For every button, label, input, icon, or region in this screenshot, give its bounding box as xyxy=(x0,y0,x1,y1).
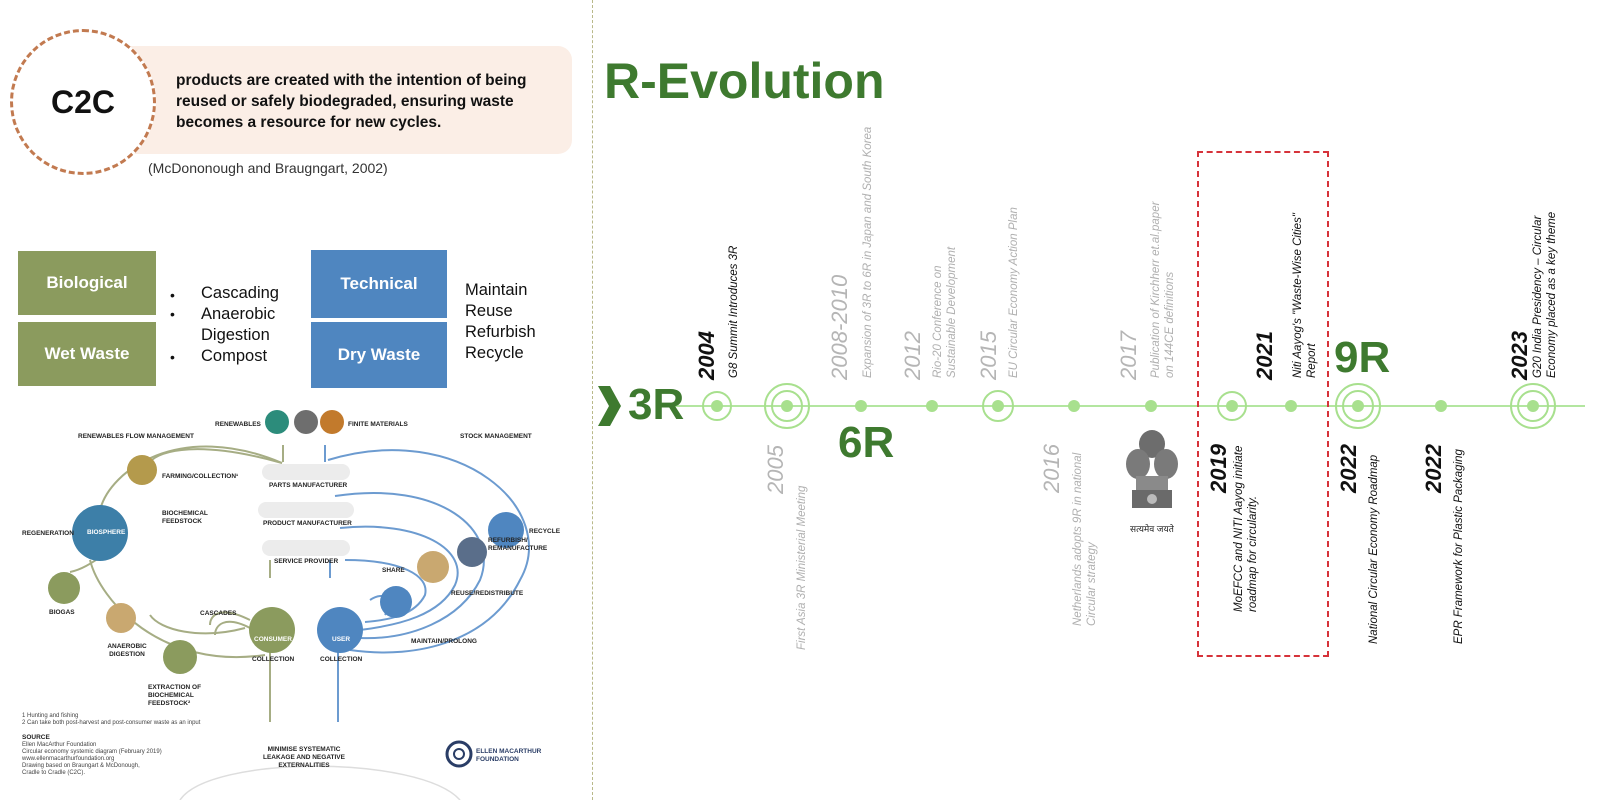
event-text-2008: Expansion of 3R to 6R in Japan and South… xyxy=(862,126,874,378)
diagram-biogas: BIOGAS xyxy=(49,609,75,616)
dry-waste-box: Dry Waste xyxy=(311,322,447,388)
event-year-2008: 2008-2010 xyxy=(827,274,852,380)
diagram-share: SHARE xyxy=(382,567,405,574)
diagram-footnote: 1 Hunting and fishing xyxy=(22,713,79,719)
bullet: • xyxy=(170,306,175,322)
event-text-2019: MoEFCC and NITI Aayog initiate roadmap f… xyxy=(1233,445,1259,612)
timeline-axis xyxy=(598,383,1585,429)
tech-item: Refurbish xyxy=(465,323,536,341)
chevron-right-icon xyxy=(598,386,621,426)
bio-item: Digestion xyxy=(201,326,270,344)
bullet: • xyxy=(170,349,175,365)
diagram-refurbish: REFURBISH/ REMANUFACTURE xyxy=(488,537,548,552)
event-text-2004: G8 Summit Introduces 3R xyxy=(728,245,740,378)
tech-item: Reuse xyxy=(465,302,513,320)
technical-box: Technical xyxy=(311,250,447,318)
event-year-2021: 2021 xyxy=(1252,331,1277,380)
diagram-source: www.ellenmacarthurfoundation.org xyxy=(22,756,115,762)
event-year-2016: 2016 xyxy=(1039,444,1064,493)
tech-item: Recycle xyxy=(465,344,524,362)
diagram-renewables: RENEWABLES xyxy=(215,421,261,428)
diagram-collection: COLLECTION xyxy=(320,656,363,663)
wet-waste-box: Wet Waste xyxy=(18,322,156,386)
c2c-label: C2C xyxy=(50,83,115,120)
diagram-biosphere: BIOSPHERE xyxy=(87,529,126,536)
event-text-2015: EU Circular Economy Action Plan xyxy=(1008,207,1020,378)
diagram-biochem: BIOCHEMICAL FEEDSTOCK xyxy=(162,510,208,525)
event-text-2022b: EPR Framework for Plastic Packaging xyxy=(1453,449,1465,644)
c2c-definition: products are created with the intention … xyxy=(176,72,527,131)
event-year-2022a: 2022 xyxy=(1336,444,1361,493)
diagram-minimise: MINIMISE SYSTEMATIC LEAKAGE AND NEGATIVE… xyxy=(263,746,345,769)
event-year-2005: 2005 xyxy=(763,445,788,494)
label-9r: 9R xyxy=(1334,333,1391,382)
c2c-circle: C2C xyxy=(10,29,156,175)
event-text-2017: Publication of Kirchherr et.al.paper on … xyxy=(1150,201,1176,378)
dry-waste-label: Dry Waste xyxy=(337,345,421,364)
tech-item: Maintain xyxy=(465,281,528,299)
event-text-2022a: National Circular Economy Roadmap xyxy=(1368,454,1380,644)
biological-box: Biological xyxy=(18,251,156,315)
page-title: R-Evolution xyxy=(604,53,885,109)
event-year-2012: 2012 xyxy=(900,331,925,380)
diagram-cascades: CASCADES xyxy=(200,610,237,617)
event-year-2017: 2017 xyxy=(1116,331,1141,380)
bio-item: Cascading xyxy=(201,284,279,302)
diagram-source-title: SOURCE xyxy=(22,734,50,741)
diagram-finite: FINITE MATERIALS xyxy=(348,421,408,428)
diagram-service: SERVICE PROVIDER xyxy=(274,558,339,565)
diagram-maintain: MAINTAIN/PROLONG xyxy=(411,638,477,645)
column-divider xyxy=(592,0,593,800)
bio-item: Compost xyxy=(201,347,268,365)
event-text-2023: G20 India Presidency – Circular Economy … xyxy=(1532,211,1558,378)
event-year-2015: 2015 xyxy=(976,331,1001,380)
event-text-2012: Rio-20 Conference on Sustainable Develop… xyxy=(932,246,958,378)
event-year-2004: 2004 xyxy=(694,331,719,380)
technical-label: Technical xyxy=(340,274,418,293)
diagram-reuse: REUSE/REDISTRIBUTE xyxy=(451,590,524,597)
wet-waste-label: Wet Waste xyxy=(44,344,130,363)
diagram-farming: FARMING/COLLECTION¹ xyxy=(162,473,239,480)
diagram-collection: COLLECTION xyxy=(252,656,295,663)
biological-label: Biological xyxy=(46,273,128,292)
diagram-source: Ellen MacArthur Foundation xyxy=(22,742,97,748)
emf-logo: ELLEN MACARTHUR FOUNDATION xyxy=(476,748,542,763)
event-year-2019: 2019 xyxy=(1206,444,1231,493)
label-3r: 3R xyxy=(628,380,685,429)
diagram-source: Circular economy systemic diagram (Febru… xyxy=(22,749,162,755)
diagram-renew-flow: RENEWABLES FLOW MANAGEMENT xyxy=(78,433,194,440)
highlight-box xyxy=(1197,151,1329,657)
emblem-caption: सत्यमेव जयते xyxy=(1130,524,1174,534)
diagram-stock: STOCK MANAGEMENT xyxy=(460,433,532,440)
emblem-icon xyxy=(1126,430,1178,508)
event-year-2022b: 2022 xyxy=(1421,444,1446,493)
event-text-2021: Niti Aayog's "Waste-Wise Cities" Report xyxy=(1292,213,1318,378)
diagram-source: Cradle to Cradle (C2C). xyxy=(22,770,86,776)
diagram-consumer: CONSUMER xyxy=(254,636,292,643)
bullet: • xyxy=(170,287,175,303)
event-text-2005: First Asia 3R Ministerial Meeting xyxy=(796,485,808,650)
diagram-product: PRODUCT MANUFACTURER xyxy=(263,520,352,527)
diagram-footnote: 2 Can take both post-harvest and post-co… xyxy=(22,720,201,726)
event-year-2023: 2023 xyxy=(1507,331,1532,380)
bio-item: Anaerobic xyxy=(201,305,276,323)
c2c-citation: (McDononough and Braugngart, 2002) xyxy=(148,160,388,176)
diagram-source: Drawing based on Braungart & McDonough, xyxy=(22,763,140,769)
butterfly-diagram xyxy=(48,410,530,800)
diagram-anaerobic: ANAEROBIC DIGESTION xyxy=(107,643,147,658)
diagram-recycle: RECYCLE xyxy=(529,528,561,535)
diagram-user: USER xyxy=(332,636,351,643)
diagram-parts: PARTS MANUFACTURER xyxy=(269,482,348,489)
label-6r: 6R xyxy=(838,418,895,467)
diagram-extraction: EXTRACTION OF BIOCHEMICAL FEEDSTOCK² xyxy=(148,684,202,707)
event-text-2016: Netherlands adopts 9R in national Circul… xyxy=(1072,452,1098,626)
diagram-regeneration: REGENERATION xyxy=(22,530,74,537)
